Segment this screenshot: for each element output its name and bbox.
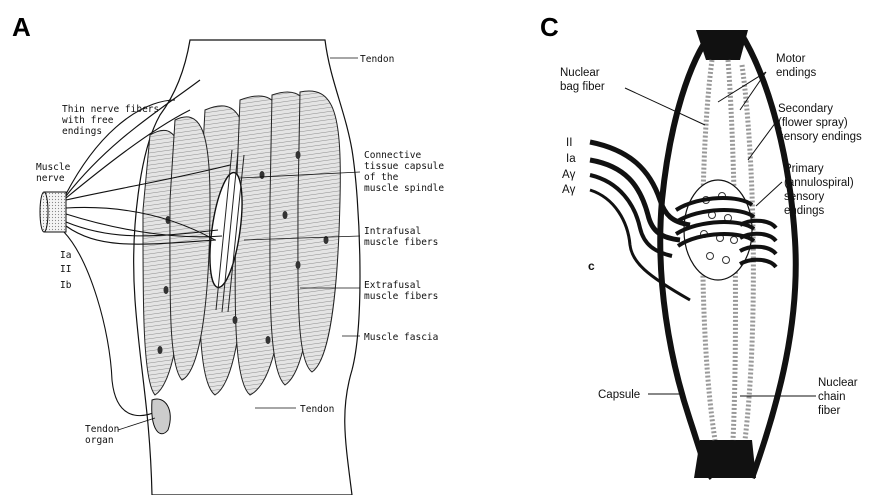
- label-connective-1: Connective: [364, 150, 421, 161]
- label-muscle-nerve-2: nerve: [36, 173, 65, 184]
- panel-c-letter: C: [540, 12, 559, 42]
- label-secondary-1: Secondary: [778, 103, 833, 115]
- label-connective-4: muscle spindle: [364, 183, 444, 194]
- tendon-organ: [152, 399, 171, 434]
- label-tendon-organ-2: organ: [85, 435, 114, 446]
- label-capsule: Capsule: [598, 389, 640, 401]
- label-c-ia: Ia: [566, 153, 576, 165]
- label-motor-2: endings: [776, 67, 817, 79]
- label-fascia: Muscle fascia: [364, 332, 438, 343]
- label-tendon-bottom: Tendon: [300, 404, 334, 415]
- panel-c-small-letter: c: [588, 259, 595, 273]
- label-connective-3: of the: [364, 172, 399, 183]
- panel-c: C c: [540, 12, 862, 478]
- label-nuclear-chain-2: chain: [818, 391, 846, 403]
- label-c-agamma-1: Aγ: [562, 169, 576, 181]
- label-c-agamma-2: Aγ: [562, 184, 576, 196]
- label-primary-4: endings: [784, 205, 825, 217]
- label-motor-1: Motor: [776, 53, 806, 65]
- label-primary-3: sensory: [784, 191, 825, 203]
- label-secondary-2: (flower spray): [778, 117, 848, 129]
- label-secondary-3: sensory endings: [778, 131, 862, 143]
- label-nuclear-chain-3: fiber: [818, 405, 841, 417]
- label-thin-nerve-1: Thin nerve fibers: [62, 104, 159, 115]
- spindle-bottom-cap: [694, 440, 756, 478]
- extrafusal-fibers-left: [143, 117, 210, 395]
- label-nuclear-chain-1: Nuclear: [818, 377, 858, 389]
- label-extrafusal-2: muscle fibers: [364, 291, 438, 302]
- label-primary-2: (annulospiral): [784, 177, 854, 189]
- label-ii: II: [60, 264, 71, 275]
- label-muscle-nerve-1: Muscle: [36, 162, 71, 173]
- label-thin-nerve-3: endings: [62, 126, 102, 137]
- muscle-nerve-stump: [40, 192, 66, 232]
- label-tendon-top: Tendon: [360, 54, 394, 65]
- nerve-fibers-c: [590, 142, 690, 300]
- label-primary-1: Primary: [784, 163, 824, 175]
- label-nuclear-bag-2: bag fiber: [560, 81, 605, 93]
- label-intrafusal-2: muscle fibers: [364, 237, 438, 248]
- label-intrafusal-1: Intrafusal: [364, 226, 421, 237]
- spindle-capsule-outer-right: [740, 32, 796, 478]
- label-extrafusal-1: Extrafusal: [364, 280, 421, 291]
- label-tendon-organ-1: Tendon: [85, 424, 119, 435]
- label-ia: Ia: [60, 250, 71, 261]
- label-nuclear-bag-1: Nuclear: [560, 67, 600, 79]
- label-ib: Ib: [60, 280, 72, 291]
- spindle-top-cap: [696, 30, 748, 60]
- label-thin-nerve-2: with free: [62, 115, 114, 126]
- label-connective-2: tissue capsule: [364, 161, 444, 172]
- panel-a: A: [12, 12, 444, 495]
- panel-a-letter: A: [12, 12, 31, 42]
- label-c-ii: II: [566, 137, 572, 149]
